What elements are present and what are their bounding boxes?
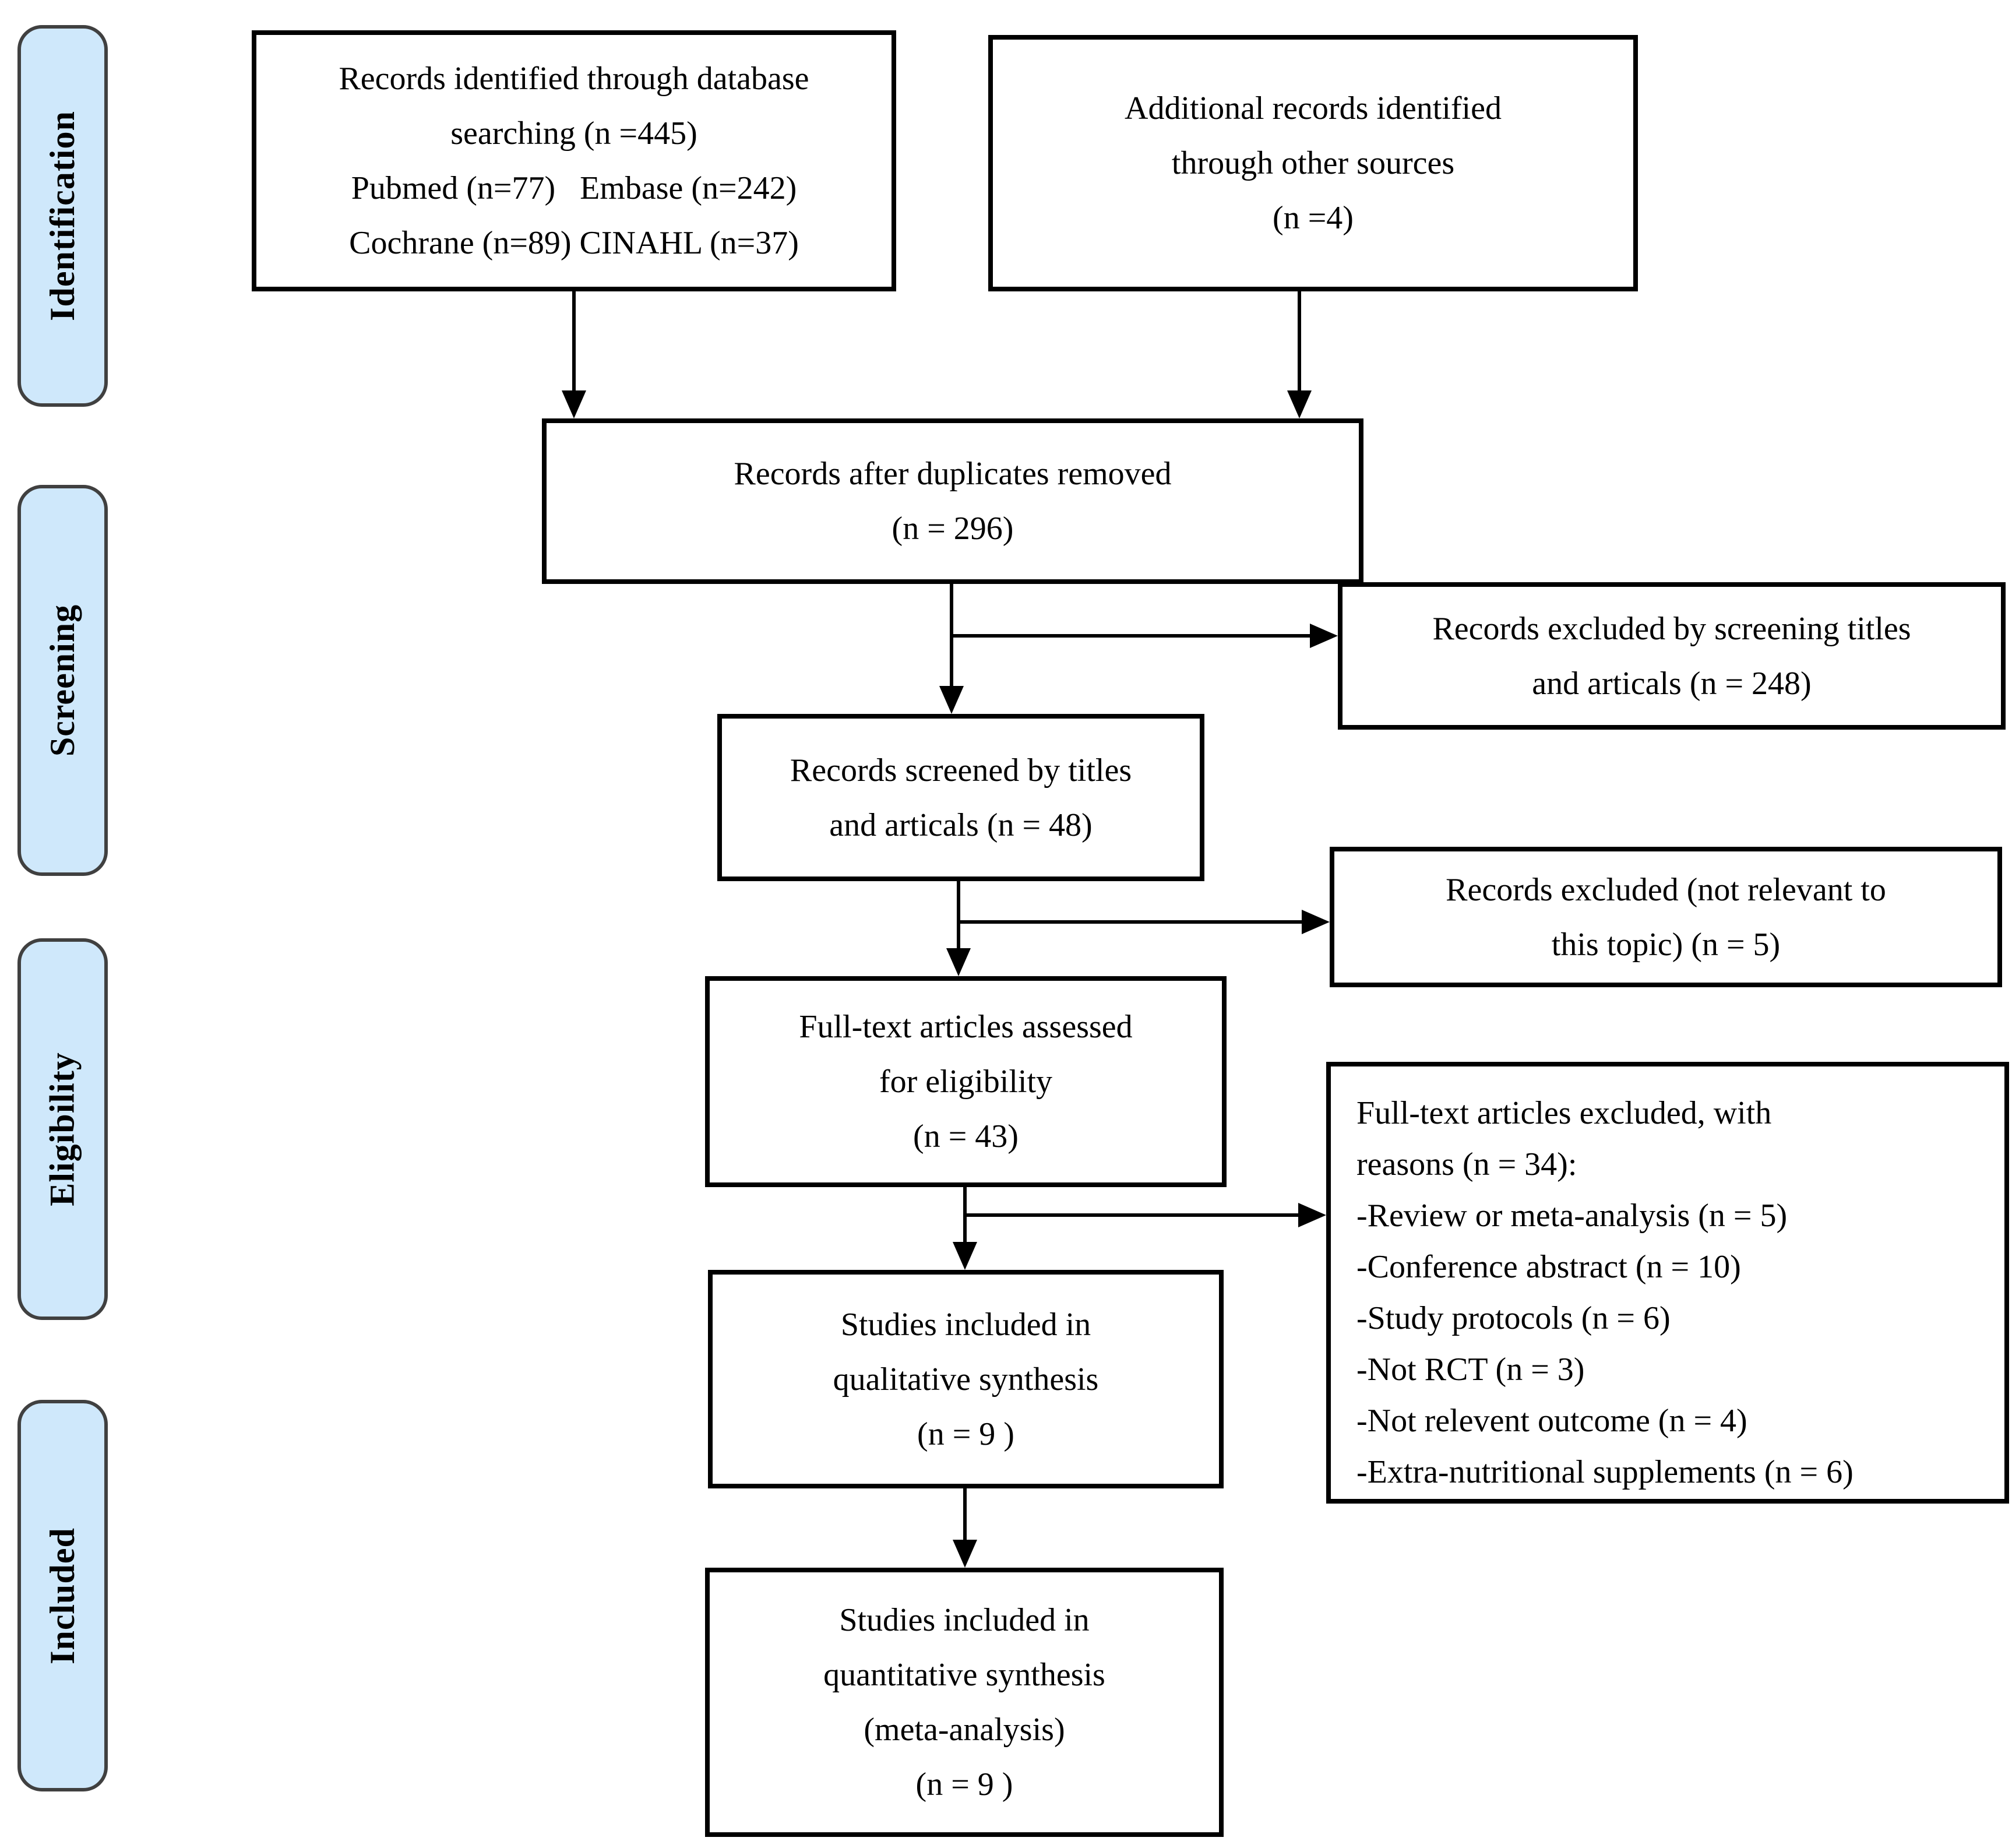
box-records-screened: Records screened by titles and articals …: [717, 714, 1204, 881]
box-text-line: quantitative synthesis: [823, 1657, 1105, 1693]
arrow-screened-to-fulltext: [957, 881, 960, 951]
box-qualitative-synthesis: Studies included in qualitative synthesi…: [708, 1270, 1224, 1488]
box-quantitative-synthesis: Studies included in quantitative synthes…: [705, 1568, 1224, 1837]
box-text-line: Cochrane (n=89) CINAHL (n=37): [349, 225, 799, 261]
box-text-line: Records identified through database: [339, 61, 809, 97]
box-excluded-not-relevant: Records excluded (not relevant to this t…: [1330, 847, 2002, 987]
box-text-line: -Review or meta-analysis (n = 5): [1356, 1198, 1788, 1234]
arrowhead-down-icon: [939, 686, 964, 714]
box-text-line: through other sources: [1171, 145, 1455, 181]
box-text-line: Records excluded (not relevant to: [1446, 871, 1886, 908]
box-text-line: Full-text articles assessed: [799, 1009, 1133, 1045]
stage-label-screening: Screening: [43, 604, 82, 757]
stage-label-included: Included: [43, 1527, 82, 1664]
stage-band-included: Included: [17, 1400, 108, 1791]
box-text-line: (n = 9 ): [915, 1766, 1013, 1803]
box-text-line: -Extra-nutritional supplements (n = 6): [1356, 1454, 1854, 1490]
box-text-line: Studies included in: [840, 1306, 1091, 1343]
box-text-line: and articals (n = 248): [1532, 665, 1812, 702]
box-excluded-by-screening: Records excluded by screening titles and…: [1338, 582, 2006, 730]
arrow-identified-to-duplicates: [572, 291, 576, 393]
stage-band-identification: Identification: [17, 25, 108, 407]
arrowhead-down-icon: [953, 1242, 977, 1270]
arrowhead-down-icon: [1287, 390, 1312, 418]
arrowhead-down-icon: [953, 1540, 977, 1568]
box-text-line: Additional records identified: [1125, 90, 1502, 126]
box-text-line: (n = 43): [913, 1118, 1019, 1154]
arrowhead-down-icon: [562, 390, 586, 418]
box-fulltext-excluded: Full-text articles excluded, with reason…: [1326, 1062, 2009, 1504]
arrow-branch-to-fulltext-excluded: [965, 1213, 1301, 1217]
stage-band-screening: Screening: [17, 485, 108, 876]
box-duplicates-removed: Records after duplicates removed (n = 29…: [542, 418, 1363, 584]
box-text-line: Records screened by titles: [790, 752, 1132, 789]
box-text-line: -Conference abstract (n = 10): [1356, 1249, 1741, 1285]
box-text-line: -Not RCT (n = 3): [1356, 1351, 1585, 1388]
stage-label-eligibility: Eligibility: [43, 1052, 82, 1206]
arrow-branch-to-excluded-screening: [952, 634, 1313, 638]
box-text-line: Records excluded by screening titles: [1432, 610, 1911, 647]
arrowhead-down-icon: [946, 948, 971, 976]
box-text-line: reasons (n = 34):: [1356, 1146, 1577, 1182]
box-text-line: for eligibility: [879, 1064, 1053, 1100]
stage-label-identification: Identification: [43, 111, 82, 321]
box-text-line: searching (n =445): [450, 115, 697, 152]
arrowhead-right-icon: [1302, 910, 1330, 934]
box-text-line: (meta-analysis): [864, 1712, 1065, 1748]
box-fulltext-assessed: Full-text articles assessed for eligibil…: [705, 976, 1227, 1187]
box-text-line: -Not relevent outcome (n = 4): [1356, 1403, 1747, 1439]
box-text-line: this topic) (n = 5): [1551, 926, 1781, 963]
box-text-line: (n = 9 ): [917, 1416, 1014, 1452]
arrow-additional-to-duplicates: [1298, 291, 1301, 393]
box-text-line: Pubmed (n=77) Embase (n=242): [351, 170, 797, 206]
box-text-line: Studies included in: [839, 1602, 1090, 1638]
arrow-qualitative-to-quantitative: [963, 1488, 967, 1543]
arrowhead-right-icon: [1298, 1203, 1326, 1227]
arrow-branch-to-excluded-not-relevant: [959, 920, 1305, 924]
box-text-line: Records after duplicates removed: [734, 456, 1172, 492]
box-text-line: (n = 296): [892, 511, 1014, 547]
box-text-line: and articals (n = 48): [829, 807, 1093, 843]
box-text-line: Full-text articles excluded, with: [1356, 1095, 1772, 1131]
stage-band-eligibility: Eligibility: [17, 938, 108, 1320]
arrowhead-right-icon: [1310, 624, 1338, 648]
box-text-line: (n =4): [1273, 200, 1354, 236]
box-text-line: -Study protocols (n = 6): [1356, 1300, 1671, 1336]
box-records-identified: Records identified through database sear…: [252, 30, 896, 291]
box-text-line: qualitative synthesis: [833, 1361, 1099, 1398]
box-additional-records: Additional records identified through ot…: [988, 35, 1638, 291]
